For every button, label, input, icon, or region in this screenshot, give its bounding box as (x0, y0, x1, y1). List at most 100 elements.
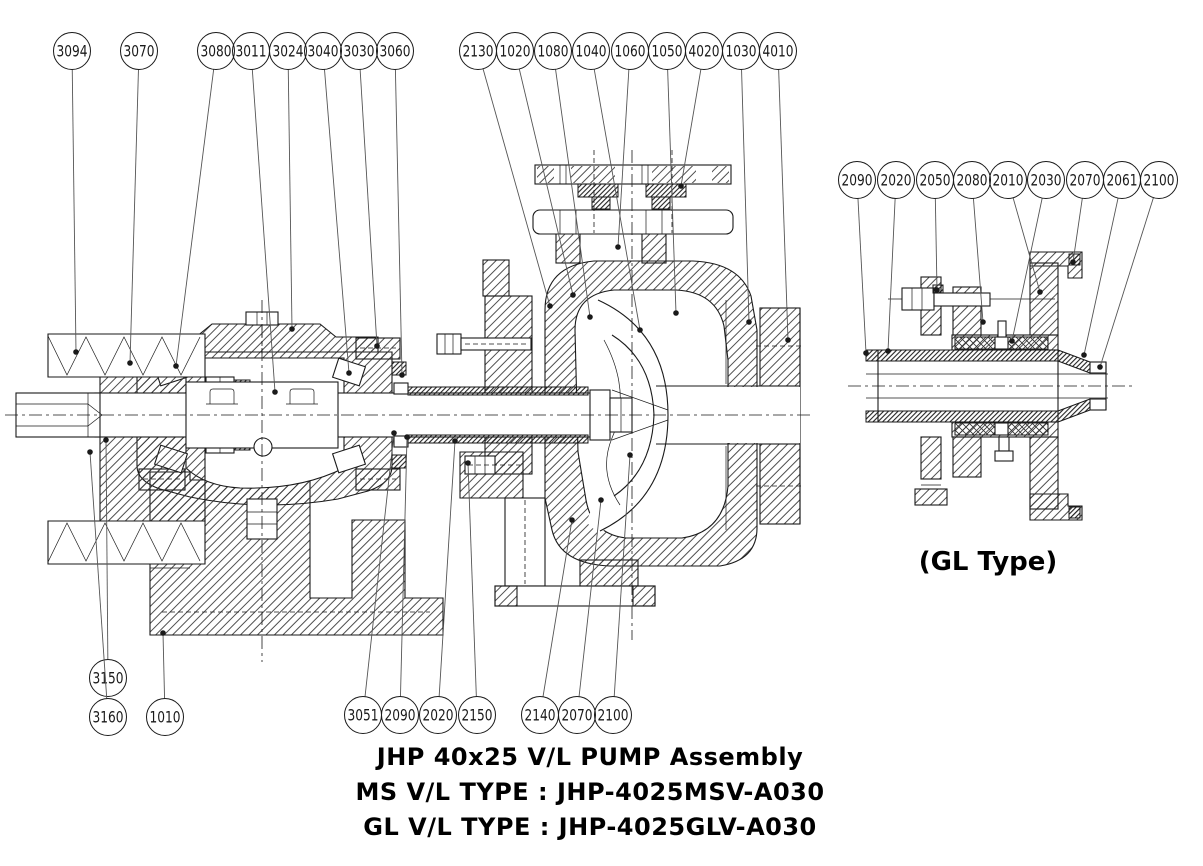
leader-line (1012, 197, 1041, 293)
balloon-circle (376, 32, 414, 70)
leader-line (667, 69, 677, 314)
part-number: 2070 (562, 706, 593, 725)
balloon-circle (381, 696, 419, 734)
leader-dot (391, 430, 397, 436)
callout-balloon: 3160 (87, 449, 127, 736)
leader-dot (404, 434, 410, 440)
part-number: 3070 (124, 42, 155, 61)
leader-dot (627, 452, 633, 458)
gl-gland-bolt-head (901, 287, 935, 311)
cover-stud-shank (460, 337, 532, 351)
leader-line (555, 69, 591, 318)
callout-balloon: 3150 (89, 437, 127, 697)
leader-dot (127, 360, 133, 366)
leader-line (972, 198, 984, 323)
part-number: 2070 (1070, 171, 1101, 190)
gl-gland-bolt-shank (933, 292, 991, 307)
balloon-circle (838, 161, 876, 199)
discharge-neck-left (555, 232, 581, 264)
leader-line (287, 69, 293, 330)
leader-dot (863, 350, 869, 356)
gl-type-label: (GL Type) (918, 547, 1058, 577)
leader-dot (374, 343, 380, 349)
leader-dot (1097, 364, 1103, 370)
part-number: 3060 (380, 42, 411, 61)
part-number: 2020 (881, 171, 912, 190)
shaft-sleeve-bottom (407, 434, 589, 444)
casing-cover-adapter (436, 259, 656, 607)
leader-dot (746, 319, 752, 325)
part-number: 1050 (652, 42, 683, 61)
part-number: 2061 (1107, 171, 1138, 190)
sleeve-nut (393, 435, 409, 448)
leader-line (578, 499, 602, 697)
taper-bearing-roller (331, 444, 367, 474)
cover-hook (482, 259, 510, 297)
callout-balloon: 2070 (1066, 161, 1104, 265)
balloon-circle (269, 32, 307, 70)
gl-packing (1007, 422, 1049, 436)
impeller-vane (603, 339, 621, 506)
part-number: 2010 (993, 171, 1024, 190)
callout-balloon: 3030 (340, 32, 380, 349)
discharge-neck-right (641, 232, 667, 264)
part-number: 1030 (726, 42, 757, 61)
balloon-circle (340, 32, 378, 70)
gl-grease-screw (998, 436, 1010, 452)
balloon-circle (572, 32, 610, 70)
callout-balloon: 3094 (53, 32, 91, 355)
leader-line (1099, 197, 1154, 368)
balloon-circle (1027, 161, 1065, 199)
part-number: 1010 (150, 708, 181, 727)
balloon-circle (877, 161, 915, 199)
gl-grease-fitting (997, 320, 1007, 338)
callout-balloon: 1020 (496, 32, 576, 298)
centerlines (5, 150, 812, 662)
part-number: 1040 (576, 42, 607, 61)
leader-line (593, 69, 641, 331)
gl-gland-follower-bottom (952, 436, 982, 478)
leader-dot (980, 319, 986, 325)
leader-dot (587, 314, 593, 320)
gl-grease-screw-head (994, 450, 1014, 462)
oil-ring-hole (253, 437, 273, 457)
callout-balloon: 1060 (611, 32, 649, 250)
part-number: 3094 (57, 42, 88, 61)
part-number: 2150 (462, 706, 493, 725)
balloon-circle (89, 698, 127, 736)
sleeve-nut (393, 382, 409, 395)
part-number: 3030 (344, 42, 375, 61)
gl-sleeve-end-bottom (1089, 398, 1107, 411)
bearing-cartridge (355, 468, 401, 491)
leader-line (741, 69, 750, 323)
callout-balloon: 1030 (722, 32, 760, 325)
leader-dot (103, 437, 109, 443)
gl-lantern-ring (994, 422, 1009, 436)
part-number: 2020 (423, 706, 454, 725)
balloon-circle (120, 32, 158, 70)
gl-packing (1007, 336, 1049, 350)
callout-balloon: 1080 (534, 32, 593, 320)
callout-balloon: 4020 (678, 32, 723, 189)
leader-dot (346, 370, 352, 376)
leader-line (359, 69, 378, 347)
part-number: 2050 (920, 171, 951, 190)
leader-dot (673, 310, 679, 316)
callout-balloon: 2090 (838, 161, 876, 356)
part-number: 2130 (463, 42, 494, 61)
callout-balloon: 3070 (120, 32, 158, 366)
leader-line (71, 69, 77, 353)
gl-type-code: GL V/L TYPE : JHP-4025GLV-A030 (363, 813, 817, 841)
top-flange (534, 164, 732, 185)
balloon-circle (1140, 161, 1178, 199)
part-number: 2140 (525, 706, 556, 725)
leader-line (400, 436, 408, 697)
callout-balloon: 2070 (558, 497, 604, 734)
leader-dot (637, 327, 643, 333)
part-number: 1080 (538, 42, 569, 61)
callout-balloon: 2020 (419, 438, 458, 734)
leader-line (887, 198, 896, 352)
ms-type-code: MS V/L TYPE : JHP-4025MSV-A030 (355, 778, 825, 806)
